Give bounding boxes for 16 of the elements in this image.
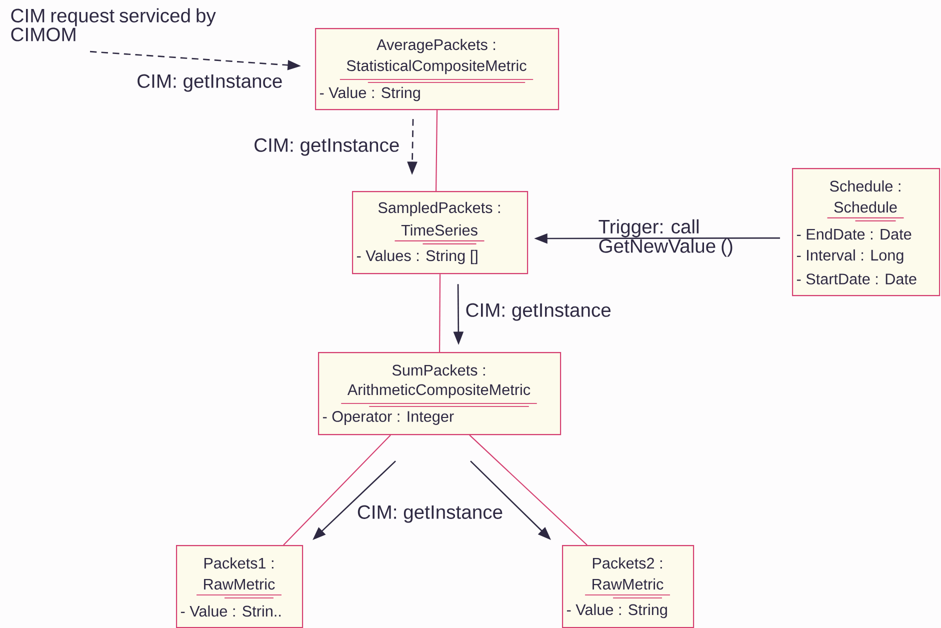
object-box: Packets2 : RawMetric - Value : String [562,545,694,628]
link-line [436,110,438,191]
edge-label: CIM: getInstance [466,303,611,321]
link-line [469,434,588,546]
link-line [439,274,441,352]
link-line [283,434,391,546]
edge-label: CIM: getInstance [358,505,502,523]
object-box: SumPackets : ArithmeticCompositeMetric - Operator : Integer [318,352,562,436]
object-box: Schedule : Schedule - EndDate : Date - Interval : Long - StartDate : Date [792,168,940,296]
edge-label: CIM: getInstance [138,74,282,92]
object-box: Packets1 : RawMetric - Value : Strin.. [176,545,304,628]
object-box: SampledPackets : TimeSeries - Values : String [] [352,191,528,274]
edge-label: CIM: getInstance [254,138,399,156]
note-text: CIM request serviced by CIMOM [11,8,216,42]
edge-label: Trigger: call GetNewValue () [598,219,732,257]
object-box: AveragePackets : StatisticalCompositeMetric - Value : String [315,28,560,110]
